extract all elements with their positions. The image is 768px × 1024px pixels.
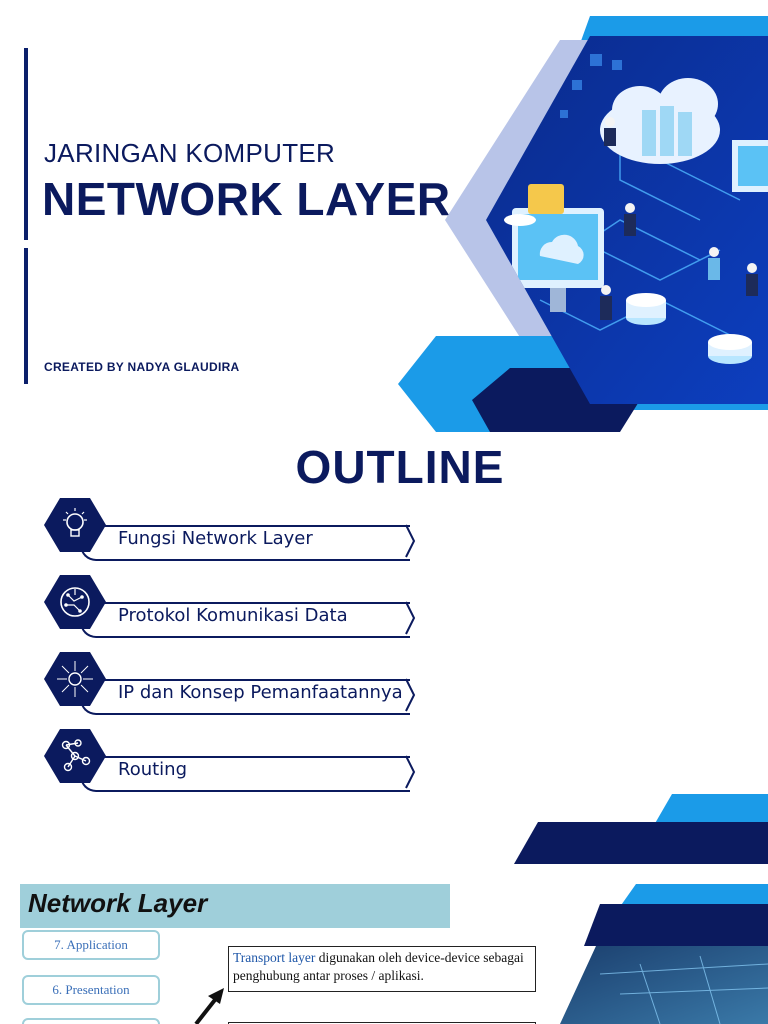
pill-arrow	[405, 678, 416, 712]
slide-title: NETWORK LAYER	[42, 173, 451, 225]
pill-arrow	[405, 601, 416, 635]
outline-decoration	[514, 794, 768, 864]
transport-layer-note: Transport layer digunakan oleh device-de…	[228, 946, 536, 992]
outline-item-label: Routing	[118, 759, 188, 780]
outline-item-label: Protokol Komunikasi Data	[118, 605, 348, 626]
pill-arrow	[405, 755, 416, 789]
outline-item-ip[interactable]: IP dan Konsep Pemanfaatannya	[44, 652, 416, 715]
circuit-brain-icon	[44, 575, 106, 629]
accent-bar-top	[24, 48, 28, 240]
lightbulb-icon	[44, 498, 106, 552]
network-nodes-icon	[44, 729, 106, 783]
author-credit: CREATED BY NADYA GLAUDIRA	[44, 360, 240, 374]
note-highlight: Transport layer	[233, 950, 316, 965]
layer-box-partial	[22, 1018, 160, 1024]
layer-box-application: 7. Application	[22, 930, 160, 960]
title-slide: JARINGAN KOMPUTER NETWORK LAYER CREATED …	[0, 0, 768, 432]
slide-title: Network Layer	[28, 888, 208, 918]
network-illustration	[398, 16, 768, 432]
slide3-graphics	[194, 884, 768, 1024]
course-subtitle: JARINGAN KOMPUTER	[44, 138, 336, 168]
burst-icon	[44, 652, 106, 706]
accent-bar-bottom	[24, 248, 28, 384]
outline-slide: OUTLINE Fungsi Network Layer Protokol Ko…	[0, 432, 768, 864]
network-layer-slide: Network Layer 7. Application 6. Presenta…	[0, 864, 768, 1024]
outline-item-label: Fungsi Network Layer	[118, 528, 313, 549]
outline-item-protokol[interactable]: Protokol Komunikasi Data	[44, 575, 416, 638]
pill-arrow	[405, 524, 416, 558]
outline-item-fungsi[interactable]: Fungsi Network Layer	[44, 498, 416, 561]
slide-banner	[20, 884, 450, 928]
note-box-partial	[228, 1022, 536, 1024]
outline-item-label: IP dan Konsep Pemanfaatannya	[118, 682, 403, 703]
note-text: digunakan oleh device-device sebagai pen…	[233, 950, 524, 983]
layer-box-presentation: 6. Presentation	[22, 975, 160, 1005]
outline-title: OUTLINE	[295, 441, 505, 493]
outline-item-routing[interactable]: Routing	[44, 729, 416, 792]
